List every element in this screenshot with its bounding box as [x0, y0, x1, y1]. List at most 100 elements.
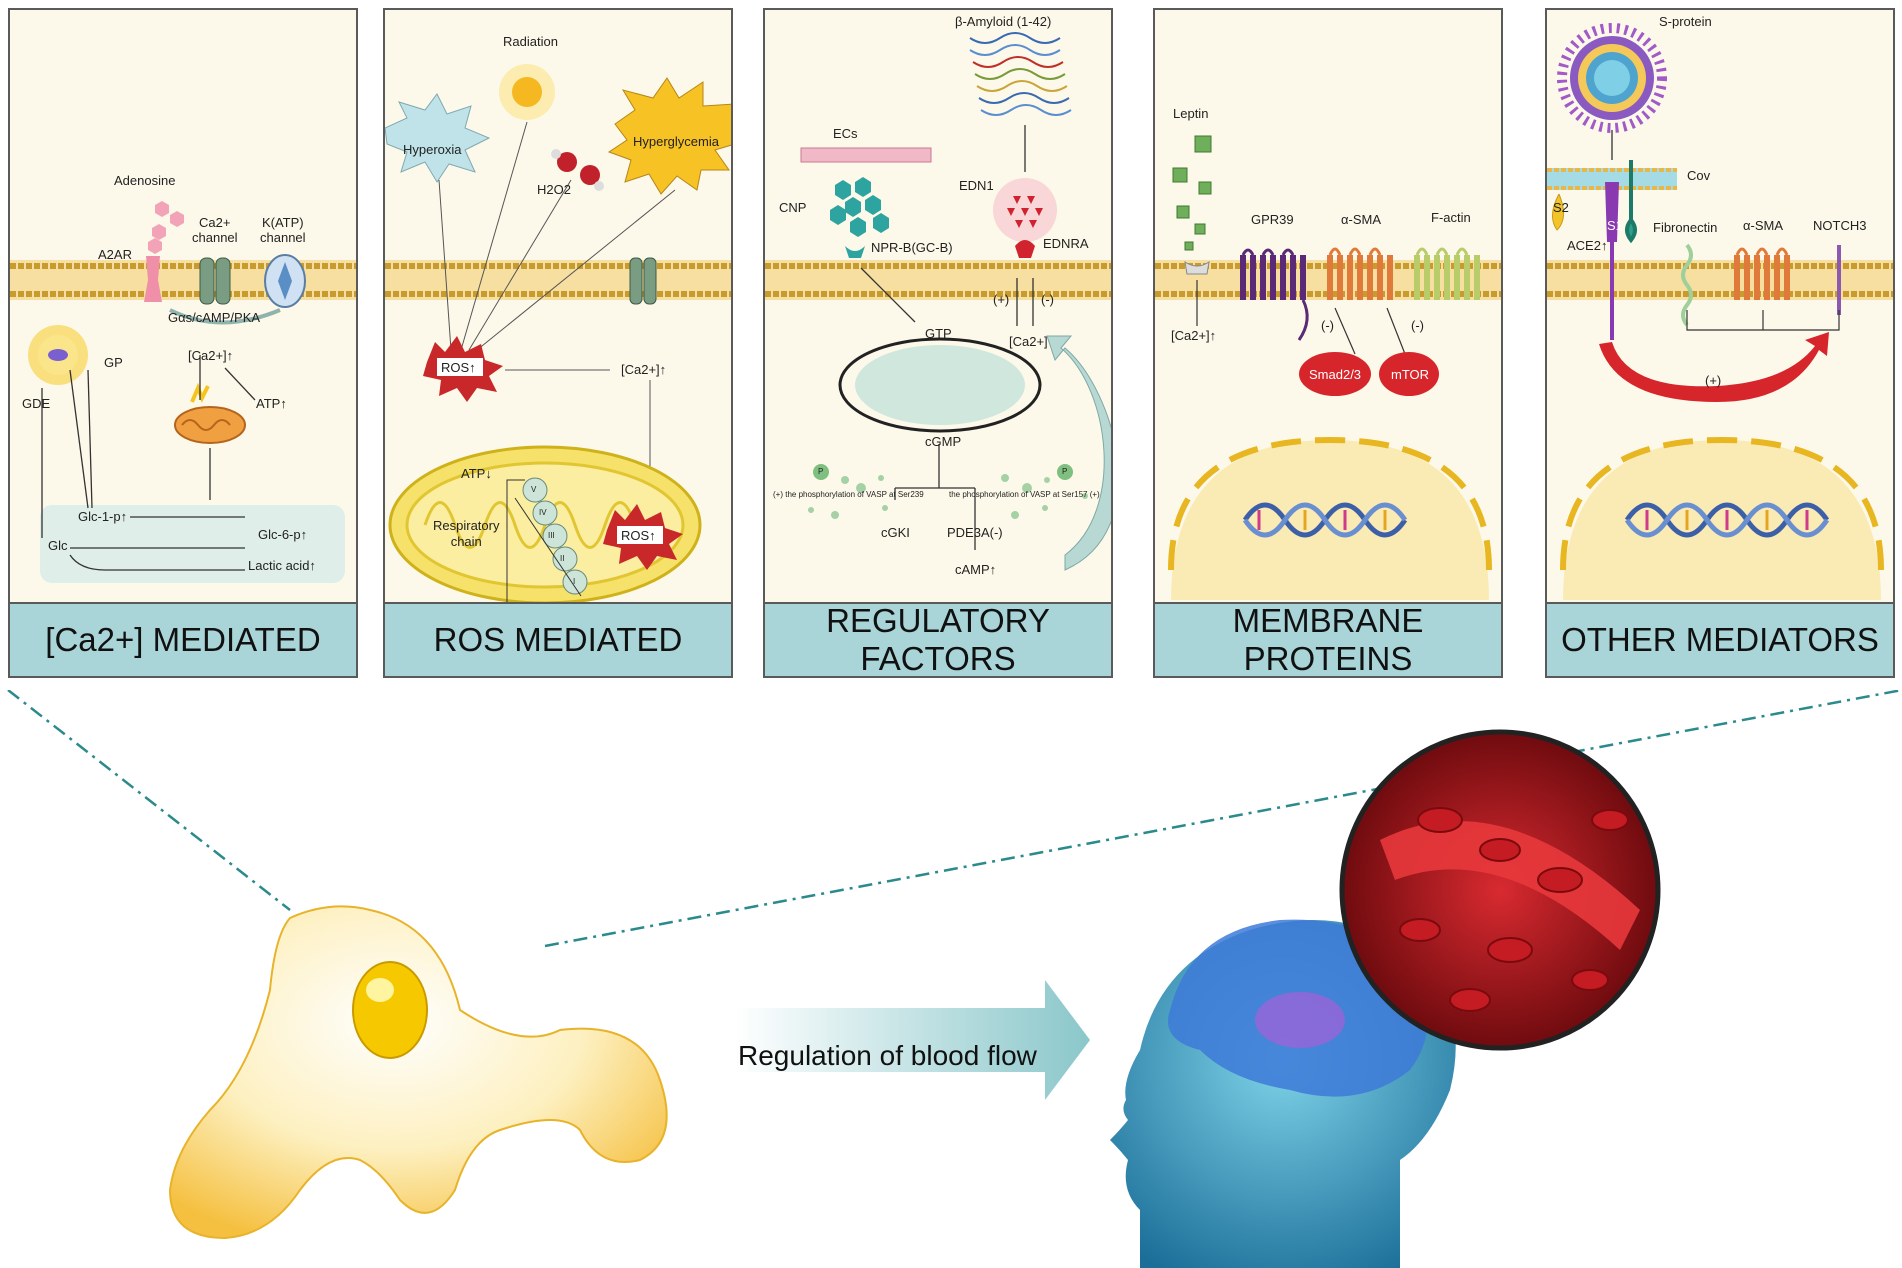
adenosine-molecules [148, 201, 184, 254]
cell-membrane [765, 260, 1111, 300]
ace2-receptor [1605, 182, 1619, 340]
label-katp-channel: K(ATP) channel [260, 215, 306, 245]
ca2-arrows [41, 355, 256, 571]
label-glc6p: Glc-6-p↑ [258, 527, 308, 542]
regulatory-diagram [765, 32, 1111, 571]
label-ca-up: [Ca2+]↑ [1171, 328, 1217, 343]
label-cov: Cov [1687, 168, 1711, 183]
ca2-diagram [10, 201, 356, 583]
label-complex-ii: II [560, 554, 565, 563]
membrane-diagram [1155, 135, 1501, 600]
respiratory-complexes [506, 477, 588, 610]
label-factin: F-actin [1431, 210, 1471, 225]
nucleus-2 [1560, 436, 1884, 600]
membrane-arrows [1334, 307, 1406, 355]
connector-lines [7, 690, 1902, 948]
sars-cov-2-virus-icon [1557, 23, 1667, 133]
gtp-cgmp-cycle [838, 337, 1042, 433]
galpha-arrow [169, 308, 281, 325]
regulation-arrow [735, 980, 1090, 1100]
label-s2: S2 [1553, 200, 1569, 215]
label-smad: Smad2/3 [1309, 367, 1362, 382]
label-sprotein: S-protein [1659, 14, 1712, 29]
vascular-cell [168, 905, 668, 1240]
panel-membrane-proteins: Leptin GPR39 α-SMA F-actin [Ca2+]↑ (-) (… [1153, 8, 1503, 678]
glucose-box [40, 505, 345, 583]
label-gtp: GTP [925, 326, 952, 341]
bottom-illustration [7, 690, 1902, 1268]
label-fibronectin: Fibronectin [1653, 220, 1718, 235]
ecs-cells [800, 147, 932, 163]
radiation-sun-icon [499, 64, 555, 120]
ros-converge-lines [438, 121, 676, 500]
label-plus-2: (+) [1705, 373, 1722, 388]
label-hyperglycemia: Hyperglycemia [633, 134, 719, 149]
label-ros-ca-up: [Ca2+]↑ [621, 362, 667, 377]
label-neg2: (-) [1411, 318, 1424, 333]
label-glc1p: Glc-1-p↑ [78, 509, 128, 524]
label-lactic: Lactic acid↑ [248, 558, 316, 573]
label-pde3a: PDE3A(-) [947, 525, 1003, 540]
label-p-left: P [818, 467, 824, 476]
label-cgmp: cGMP [925, 434, 962, 449]
regulatory-arrows [860, 267, 1034, 550]
red-plus-arrow [1599, 332, 1829, 402]
label-gpr39: GPR39 [1251, 212, 1294, 227]
label-glc: Glc [48, 538, 68, 553]
fibronectin-receptor [1681, 243, 1693, 327]
blood-vessel-magnifier [1339, 729, 1661, 1051]
gpr39-receptor [1240, 248, 1309, 341]
alpha-sma-receptor-2 [1734, 247, 1790, 300]
panel-other-title: OTHER MEDIATORS [1547, 602, 1893, 676]
mitochondrion [174, 382, 246, 444]
panel-other-mediators: S-protein Cov S2 S1 ACE2↑ Fibronectin α-… [1545, 8, 1895, 678]
label-neg1: (-) [1321, 318, 1334, 333]
regulation-of-blood-flow-label: Regulation of blood flow [738, 1040, 1037, 1071]
label-ace2: ACE2↑ [1567, 238, 1608, 253]
label-complex-i: I [573, 577, 576, 586]
nucleus [1168, 436, 1492, 600]
label-atp-down: ATP↓ [461, 466, 492, 481]
s2-protein [1552, 193, 1564, 231]
h2o2-molecule-icon [551, 149, 604, 191]
label-gp: GP [104, 355, 123, 370]
label-ca-up: [Ca2+]↑ [188, 348, 234, 363]
cov-protein [1625, 160, 1637, 244]
label-plus: (+) [993, 292, 1010, 307]
label-vasp-right: the phosphorylation of VASP at Ser157 (+… [949, 490, 1100, 499]
label-camp: cAMP↑ [955, 562, 997, 577]
phosphate-dots [808, 464, 1088, 519]
ros-diagram [385, 64, 731, 610]
dna-helix-icon-2 [1624, 502, 1830, 538]
label-mtor: mTOR [1391, 367, 1430, 382]
cell-membrane [1547, 260, 1893, 300]
label-p-right: P [1062, 467, 1068, 476]
label-atp-up: ATP↑ [256, 396, 287, 411]
label-minus: (-) [1041, 292, 1054, 307]
label-asma: α-SMA [1341, 212, 1382, 227]
label-nprb: NPR-B(GC-B) [871, 240, 953, 255]
label-s1: S1 [1607, 218, 1623, 233]
label-ca: [Ca2+] [1009, 334, 1048, 349]
label-asma-2: α-SMA [1743, 218, 1784, 233]
label-cnp: CNP [779, 200, 807, 215]
label-adenosine: Adenosine [114, 173, 176, 188]
panel-regulatory-title: REGULATORY FACTORS [765, 602, 1111, 676]
panel-regulatory-factors: β-Amyloid (1-42) ECs CNP EDN1 NPR-B(GC-B… [763, 8, 1113, 678]
panel-ros-title: ROS MEDIATED [385, 602, 731, 676]
label-ednra: EDNRA [1043, 236, 1089, 251]
leptin-receptor [1184, 260, 1210, 275]
label-vasp-left: (+) the phosphorylation of VASP at Ser23… [773, 490, 924, 499]
cell-membrane [385, 257, 731, 305]
label-resp-chain: Respiratory chain [433, 518, 500, 549]
smad-oval [1299, 352, 1371, 396]
label-radiation: Radiation [503, 34, 558, 49]
label-a2ar: A2AR [98, 247, 132, 262]
alpha-sma-receptor [1327, 247, 1393, 300]
label-cgki: cGKI [881, 525, 910, 540]
label-ca-channel: Ca2+ channel [192, 215, 238, 245]
label-ros-mito: ROS↑ [621, 528, 656, 543]
ca-channel [199, 257, 231, 305]
label-complex-iii: III [548, 531, 555, 540]
panel-ca2-mediated: Adenosine A2AR Ca2+ channel K(ATP) chann… [8, 8, 358, 678]
